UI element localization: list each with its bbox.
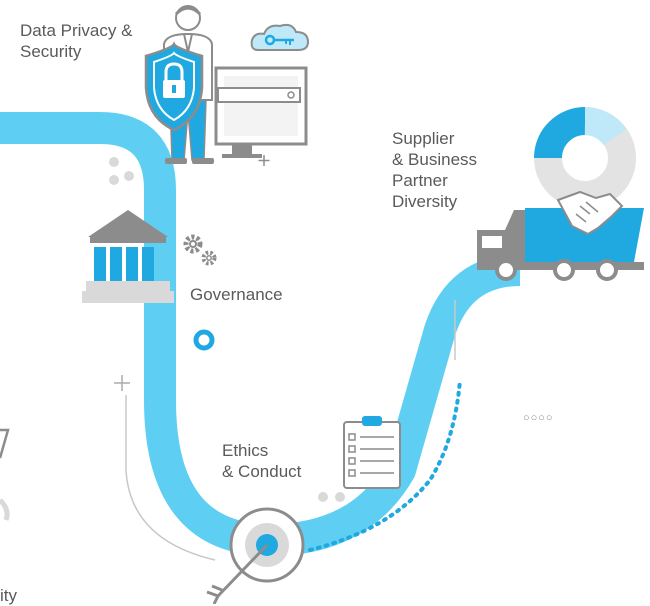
accent-line-left <box>125 395 216 561</box>
label-cut-off: ity <box>0 585 17 606</box>
label-ethics-conduct: Ethics & Conduct <box>222 440 301 482</box>
label-governance: Governance <box>190 284 283 305</box>
label-line: Data Privacy & <box>20 21 133 40</box>
decor-dot-row: ○○○○ <box>523 412 554 424</box>
ring-marker-icon <box>193 329 215 351</box>
decor-dot <box>109 157 119 167</box>
clipboard-checklist-icon <box>343 416 401 489</box>
partial-shape <box>0 498 10 521</box>
arrow-icon <box>206 543 269 604</box>
label-line: Partner <box>392 171 448 190</box>
label-line: Supplier <box>392 129 455 148</box>
partial-shape <box>0 428 10 459</box>
donut-chart-icon <box>534 107 636 209</box>
plus-icon <box>114 375 130 391</box>
shield-lock-icon <box>144 41 204 132</box>
decor-dot <box>335 492 345 502</box>
gears-icon <box>183 234 217 266</box>
label-supplier-diversity: Supplier & Business Partner Diversity <box>392 128 477 212</box>
label-line: Governance <box>190 285 283 304</box>
label-line: Security <box>20 42 82 61</box>
label-line: & Conduct <box>222 462 302 481</box>
handshake-icon <box>556 190 624 236</box>
plus-icon <box>258 155 270 166</box>
label-line: Diversity <box>392 192 458 211</box>
government-building-icon <box>82 210 174 303</box>
cloud-key-icon <box>250 23 310 51</box>
computer-monitor-icon <box>214 66 308 158</box>
decor-dot <box>318 492 328 502</box>
dotted-trail <box>308 378 462 552</box>
label-data-privacy: Data Privacy & Security <box>20 20 132 62</box>
label-line: Ethics <box>222 441 269 460</box>
decor-dot <box>109 175 119 185</box>
decor-dot <box>124 171 134 181</box>
label-line: ity <box>0 586 17 605</box>
delivery-truck-icon <box>477 208 644 281</box>
label-line: & Business <box>392 150 478 169</box>
